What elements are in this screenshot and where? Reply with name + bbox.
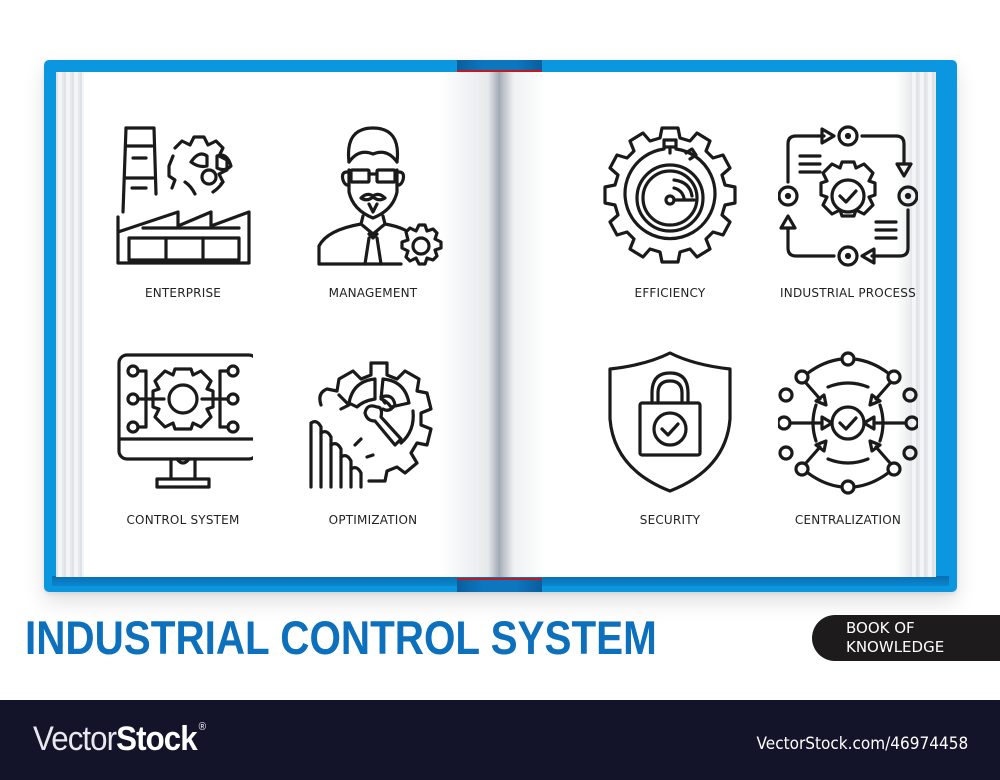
book: ENTERPRISE	[44, 60, 957, 592]
book-spine-top	[457, 60, 542, 72]
left-page: ENTERPRISE	[56, 72, 500, 577]
badge-line-1: BOOK OF	[846, 619, 915, 637]
icon-card-efficiency: EFFICIENCY	[580, 120, 760, 300]
page-edges	[56, 72, 84, 577]
logo-text-vector: Vector	[33, 720, 117, 758]
main-title: INDUSTRIAL CONTROL SYSTEM	[25, 611, 657, 664]
icon-label-centralization: CENTRALIZATION	[794, 513, 902, 527]
manager-gear-icon	[317, 126, 443, 266]
illustration-canvas: ENTERPRISE	[25, 60, 1000, 664]
icon-label-industrial-process: INDUSTRIAL PROCESS	[780, 286, 916, 300]
page-fold-shadow	[440, 72, 500, 577]
icon-card-management: MANAGEMENT	[283, 120, 463, 300]
icon-card-optimization: OPTIMIZATION	[283, 347, 463, 527]
factory-gear-icon	[116, 126, 251, 265]
footer-bar: VectorStock® VectorStock.com/46974458	[0, 700, 1000, 780]
badge-line-2: KNOWLEDGE	[846, 638, 945, 656]
vectorstock-logo[interactable]: VectorStock®	[33, 720, 206, 759]
icon-label-enterprise: ENTERPRISE	[144, 286, 222, 300]
icon-label-management: MANAGEMENT	[328, 286, 418, 300]
image-url[interactable]: VectorStock.com/46974458	[756, 734, 968, 754]
logo-text-stock: Stock	[116, 720, 198, 758]
book-of-knowledge-badge: BOOK OF KNOWLEDGE	[812, 615, 1000, 661]
page-fold-shadow	[500, 72, 545, 577]
process-cycle-gear-icon	[778, 125, 918, 267]
icon-card-centralization: CENTRALIZATION	[758, 347, 938, 527]
icon-label-security: SECURITY	[639, 513, 701, 527]
icon-card-enterprise: ENTERPRISE	[93, 120, 273, 300]
gear-stopwatch-icon	[603, 126, 737, 264]
book-spine-bottom	[457, 578, 542, 592]
page-edges	[910, 72, 936, 577]
icon-label-efficiency: EFFICIENCY	[634, 286, 706, 300]
right-page: EFFICIENCY	[500, 72, 936, 577]
monitor-gear-icon	[117, 353, 253, 489]
icon-card-security: SECURITY	[580, 347, 760, 527]
network-center-check-icon	[778, 351, 918, 495]
icon-card-control-system: CONTROL SYSTEM	[93, 347, 273, 527]
icon-card-industrial-process: INDUSTRIAL PROCESS	[758, 120, 938, 300]
icon-label-optimization: OPTIMIZATION	[328, 513, 418, 527]
gear-wrench-chart-icon	[309, 361, 433, 489]
shield-padlock-icon	[608, 351, 732, 493]
registered-mark: ®	[198, 721, 206, 733]
icon-label-control-system: CONTROL SYSTEM	[126, 513, 240, 527]
